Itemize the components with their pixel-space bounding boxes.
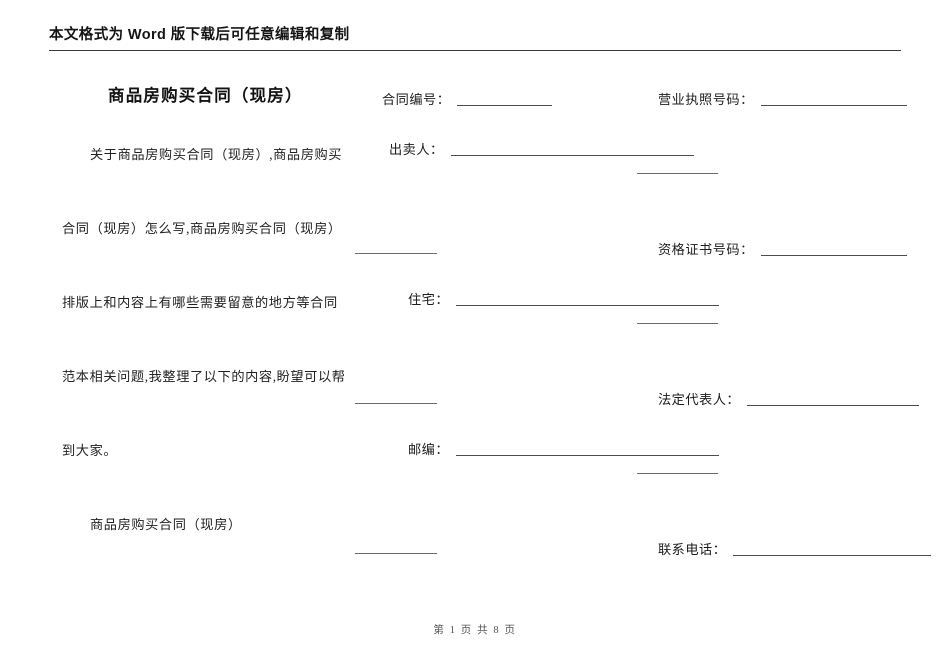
field-input-rule[interactable] — [747, 405, 920, 406]
paragraph-line: 关于商品房购买合同（现房）,商品房购买 — [90, 147, 343, 162]
paragraph-line: 到大家。 — [62, 443, 118, 458]
field-input-rule-stub[interactable] — [637, 473, 718, 474]
header-divider-rule — [49, 50, 901, 51]
field-label: 法定代表人： — [658, 392, 741, 407]
paragraph-line: 范本相关问题,我整理了以下的内容,盼望可以帮 — [62, 369, 346, 384]
field-input-rule-stub[interactable] — [637, 173, 718, 174]
page-title: 商品房购买合同（现房） — [108, 86, 303, 105]
field-input-rule[interactable] — [456, 455, 720, 456]
page-footer: 第 1 页 共 8 页 — [0, 620, 950, 638]
field-contact-phone[interactable]: 联系电话： — [658, 542, 932, 558]
field-input-rule-stub[interactable] — [355, 553, 437, 554]
field-qualification-certificate-number[interactable]: 资格证书号码： — [658, 242, 907, 258]
field-input-rule[interactable] — [457, 105, 553, 106]
field-residence[interactable]: 住宅： — [408, 292, 720, 308]
field-label: 营业执照号码： — [658, 92, 754, 107]
page-number-indicator: 第 1 页 共 8 页 — [433, 625, 517, 636]
field-postal-code[interactable]: 邮编： — [408, 442, 720, 458]
paragraph-line: 排版上和内容上有哪些需要留意的地方等合同 — [62, 295, 338, 310]
paragraph-line: 合同（现房）怎么写,商品房购买合同（现房） — [62, 221, 342, 236]
field-input-rule-stub[interactable] — [355, 403, 437, 404]
field-input-rule[interactable] — [450, 155, 694, 156]
field-legal-representative[interactable]: 法定代表人： — [658, 392, 920, 408]
field-label: 邮编： — [408, 442, 450, 457]
field-input-rule[interactable] — [760, 105, 907, 106]
field-label: 住宅： — [408, 292, 450, 307]
field-business-license-number[interactable]: 营业执照号码： — [658, 92, 907, 108]
header-banner: 本文格式为 Word 版下载后可任意编辑和复制 — [49, 26, 901, 45]
field-label: 资格证书号码： — [658, 242, 754, 257]
field-label: 联系电话： — [658, 542, 727, 557]
field-contract-number[interactable]: 合同编号： — [382, 92, 553, 108]
field-label: 合同编号： — [382, 92, 451, 107]
document-subtitle: 商品房购买合同（现房） — [90, 517, 242, 532]
header-banner-text: 本文格式为 Word 版下载后可任意编辑和复制 — [49, 27, 350, 43]
field-input-rule[interactable] — [733, 555, 932, 556]
field-input-rule-stub[interactable] — [637, 323, 718, 324]
field-input-rule[interactable] — [760, 255, 907, 256]
field-label: 出卖人： — [389, 142, 444, 157]
field-input-rule[interactable] — [456, 305, 720, 306]
field-input-rule-stub[interactable] — [355, 253, 437, 254]
left-narrative-column: 商品房购买合同（现房） 关于商品房购买合同（现房）,商品房购买 合同（现房）怎么… — [62, 84, 346, 534]
field-seller[interactable]: 出卖人： — [389, 142, 694, 158]
